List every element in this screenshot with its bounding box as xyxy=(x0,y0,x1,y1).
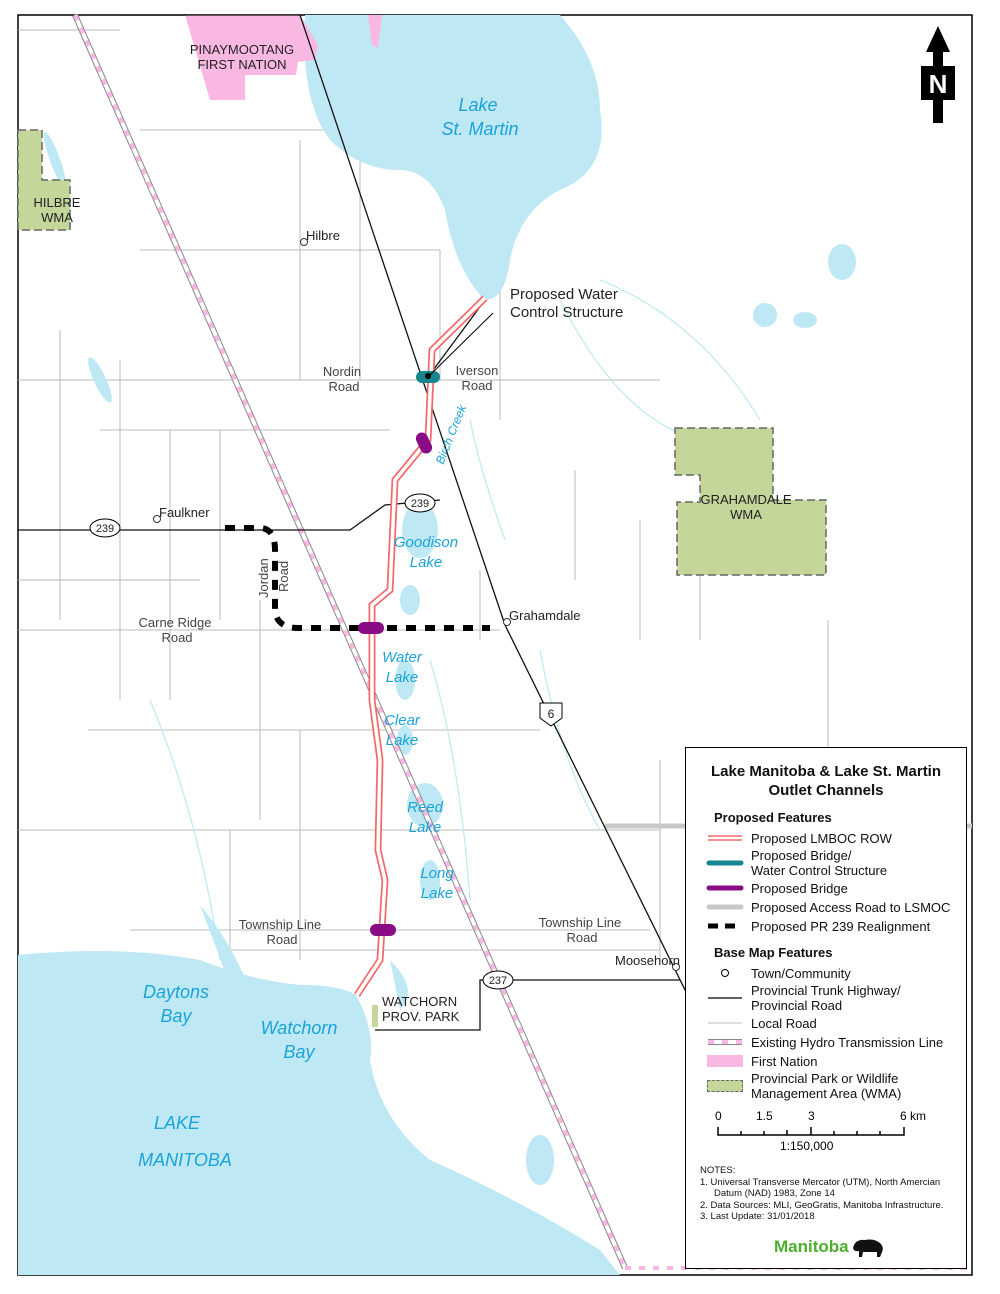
township-line-east-label-1: Township Line xyxy=(539,915,621,930)
legend-row-local-road: Local Road xyxy=(708,1015,817,1031)
clear-lake-label-2: Lake xyxy=(386,732,419,749)
proposed-heading: Proposed Features xyxy=(714,810,832,825)
lake-st-martin xyxy=(304,15,602,300)
watchorn-park-label-1: WATCHORN xyxy=(382,994,457,1009)
grahamdale-wma-label-1: GRAHAMDALE xyxy=(700,492,791,507)
lake-manitoba-label-2: MANITOBA xyxy=(138,1150,232,1170)
goodison-lake-label-2: Lake xyxy=(410,554,443,571)
town-markers xyxy=(153,238,680,971)
lmboc-row xyxy=(354,295,488,997)
callout-leader xyxy=(429,312,494,376)
legend-row-access-road: Proposed Access Road to LSMOC xyxy=(706,899,951,915)
first-nation-label-2: FIRST NATION xyxy=(197,57,286,72)
lake-st-martin-label-1: Lake xyxy=(458,95,497,115)
town-grahamdale: Grahamdale xyxy=(509,608,581,623)
township-line-west-label-2: Road xyxy=(266,932,297,947)
lake-st-martin-label-2: St. Martin xyxy=(441,119,518,139)
carne-ridge-road-label-2: Road xyxy=(161,630,192,645)
legend-row-town: Town/Community xyxy=(706,964,966,982)
daytons-bay-label-1: Daytons xyxy=(143,982,209,1002)
legend-row-lmboc: Proposed LMBOC ROW xyxy=(708,830,892,846)
svg-text:6: 6 xyxy=(548,707,555,721)
jordan-road-label-2: Road xyxy=(276,561,291,592)
carne-ridge-road-label-1: Carne Ridge xyxy=(139,615,212,630)
watchorn-bay-label-2: Bay xyxy=(283,1042,315,1062)
hilbre-wma-label-1: HILBRE xyxy=(34,195,81,210)
scale-bar: 0 1.5 3 6 km 1:150,000 xyxy=(715,1109,927,1153)
first-nation-label-1: PINAYMOOTANG xyxy=(190,42,294,57)
lake-manitoba xyxy=(18,951,620,1275)
lake-manitoba-label-1: LAKE xyxy=(154,1113,201,1133)
water-lake-label-1: Water xyxy=(382,649,423,666)
legend-row-first-nation: First Nation xyxy=(706,1052,966,1070)
streams xyxy=(149,279,761,1241)
hilbre-wma-label-2: WMA xyxy=(41,210,73,225)
long-lake-label-2: Lake xyxy=(421,885,454,902)
township-line-west-label-1: Township Line xyxy=(239,917,321,932)
proposed-bridge-2 xyxy=(358,622,384,634)
legend-row-pr239: Proposed PR 239 Realignment xyxy=(708,918,931,934)
legend-row-highway: Provincial Trunk Highway/ Provincial Roa… xyxy=(708,983,901,1013)
pr239-realignment xyxy=(225,525,490,631)
water-lake-label-2: Lake xyxy=(386,669,419,686)
shield-pth6: 6 xyxy=(539,702,563,727)
shield-pr239-west: 239 xyxy=(89,518,121,538)
local-roads xyxy=(18,29,829,960)
clear-lake-label-1: Clear xyxy=(384,712,421,729)
shield-pr239-east: 239 xyxy=(404,493,436,513)
legend-row-bridge: Proposed Bridge xyxy=(706,880,848,896)
hydro-transmission-line xyxy=(73,14,627,1269)
proposed-bridge-1 xyxy=(415,432,433,454)
grahamdale-wma-label-2: WMA xyxy=(730,507,762,522)
watchorn-park xyxy=(372,1005,378,1027)
long-lake-label-1: Long xyxy=(420,865,454,882)
callout-label-2: Control Structure xyxy=(510,304,623,321)
watchorn-bay-label-1: Watchorn xyxy=(261,1018,338,1038)
callout-label-1: Proposed Water xyxy=(510,286,618,303)
legend-row-wma: Provincial Park or Wildlife Management A… xyxy=(706,1071,966,1101)
svg-text:237: 237 xyxy=(489,975,507,987)
reed-lake-label-1: Reed xyxy=(407,799,444,816)
first-nation-sliver xyxy=(368,15,382,48)
watchorn-park-label-2: PROV. PARK xyxy=(382,1009,460,1024)
town-hilbre: Hilbre xyxy=(306,228,340,243)
svg-text:239: 239 xyxy=(96,523,114,535)
manitoba-logo: Manitoba xyxy=(774,1236,885,1258)
nordin-road-label-1: Nordin xyxy=(323,364,361,379)
proposed-bridge-3 xyxy=(370,924,396,936)
reed-lake-label-2: Lake xyxy=(409,819,442,836)
goodison-lake-label-1: Goodison xyxy=(394,534,458,551)
small-lakes xyxy=(43,131,856,1185)
town-moosehorn: Moosehorn xyxy=(615,953,680,968)
pinaymootang-first-nation xyxy=(185,15,318,100)
iverson-road-label-2: Road xyxy=(461,378,492,393)
township-line-east-label-2: Road xyxy=(566,930,597,945)
legend-row-hydro: Existing Hydro Transmission Line xyxy=(708,1034,944,1050)
town-faulkner: Faulkner xyxy=(159,505,210,520)
jordan-road-label-1: Jordan xyxy=(256,558,271,598)
bison-icon xyxy=(852,1239,883,1257)
shield-pr237: 237 xyxy=(482,970,514,990)
base-heading: Base Map Features xyxy=(714,945,833,960)
legend-row-bridge-wcs: Proposed Bridge/ Water Control Structure xyxy=(706,848,888,878)
svg-text:N: N xyxy=(929,69,948,99)
iverson-road-label-1: Iverson xyxy=(456,363,499,378)
hilbre-wma xyxy=(17,129,71,231)
nordin-road-label-2: Road xyxy=(328,379,359,394)
grahamdale-wma xyxy=(674,427,827,576)
north-arrow-icon: N xyxy=(921,26,955,123)
notes: NOTES: 1. Universal Transverse Mercator … xyxy=(700,1165,944,1222)
daytons-bay-label-2: Bay xyxy=(160,1006,192,1026)
svg-text:239: 239 xyxy=(411,498,429,510)
